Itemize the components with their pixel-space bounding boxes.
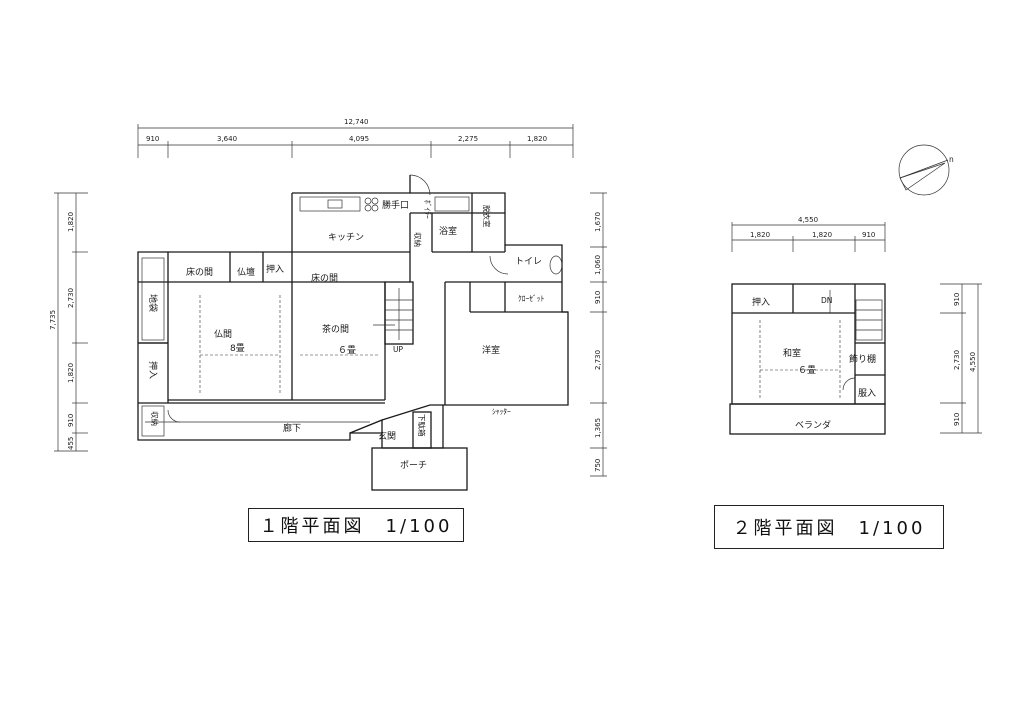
f1-dim-right-2: 910 xyxy=(594,291,602,304)
f1-dim-right-3: 2,730 xyxy=(594,350,602,370)
f2-dim-top-2: 910 xyxy=(862,231,875,239)
label-western: 洋室 xyxy=(482,344,500,356)
f1-dim-top-0: 910 xyxy=(146,135,159,143)
label-tokonoma2: 床の間 xyxy=(311,272,338,284)
floor2-room-labels: 押入 DN 和室 ６畳 飾り棚 服入 ベランダ xyxy=(752,296,876,431)
label-f2-washitsu: 和室 xyxy=(783,347,801,359)
label-f2-veranda: ベランダ xyxy=(795,419,831,431)
label-butsuma-size: 8畳 xyxy=(230,343,245,354)
f1-dim-top-1: 3,640 xyxy=(217,135,237,143)
floor2-walls xyxy=(729,283,886,435)
label-storage-left: 収納 xyxy=(150,411,160,426)
label-f2-washitsu-size: ６畳 xyxy=(798,365,816,376)
f1-dim-left-2: 1,820 xyxy=(67,363,75,383)
floor2-title: ２階平面図 1/100 xyxy=(714,505,944,549)
label-boiler: ﾎﾞｲﾗｰ xyxy=(423,200,432,219)
floor2-right-dimensions: 910 2,730 910 4,550 xyxy=(940,283,982,434)
svg-text:n: n xyxy=(949,155,954,164)
label-back-door: 勝手口 xyxy=(382,199,409,211)
f2-dim-total: 4,550 xyxy=(798,216,818,224)
label-butsuma: 仏間 xyxy=(214,329,232,340)
label-corridor: 廊下 xyxy=(283,422,301,434)
floor1-left-dimensions: 7,735 1,820 2,730 1,820 910 455 xyxy=(49,192,88,452)
label-oshiire-top: 押入 xyxy=(266,263,284,275)
f1-dim-right-0: 1,670 xyxy=(594,212,602,232)
floor1-walls xyxy=(137,175,569,491)
floor1-title: １階平面図 1/100 xyxy=(248,508,464,542)
f1-dim-top-4: 1,820 xyxy=(527,135,547,143)
label-chanoma-size: ６畳 xyxy=(338,345,356,356)
floor1-right-dimensions: 1,670 1,060 910 2,730 1,365 750 xyxy=(590,192,607,477)
f1-dim-total: 12,740 xyxy=(344,118,369,126)
label-bath: 浴室 xyxy=(439,225,457,237)
label-tokonoma1: 床の間 xyxy=(186,266,213,278)
label-f2-fukuire: 服入 xyxy=(858,388,876,399)
label-f2-kazaridana: 飾り棚 xyxy=(849,353,876,365)
f2-dim-right-1: 2,730 xyxy=(953,350,961,370)
floor1-fixtures xyxy=(145,174,563,423)
label-oshiire-left: 押入 xyxy=(147,361,159,379)
label-kitchen: キッチン xyxy=(328,232,364,243)
floor1-top-dimensions: 12,740 910 3,640 4,095 2,275 1,820 xyxy=(137,118,574,158)
label-jibukuro: 地袋 xyxy=(147,294,159,312)
f1-dim-top-3: 2,275 xyxy=(458,135,478,143)
label-f2-dn: DN xyxy=(821,296,832,305)
label-genkan: 玄関 xyxy=(378,430,396,442)
f1-dim-top-2: 4,095 xyxy=(349,135,369,143)
f2-dim-top-1: 1,820 xyxy=(812,231,832,239)
label-toilet: トイレ xyxy=(515,257,542,267)
f1-dim-right-1: 1,060 xyxy=(594,255,602,275)
label-up: UP xyxy=(393,345,403,354)
f2-dim-right-2: 910 xyxy=(953,413,961,426)
label-butsudan: 仏壇 xyxy=(237,266,255,278)
label-chanoma: 茶の間 xyxy=(322,323,349,335)
label-shoe-box: 下駄箱 xyxy=(417,414,427,437)
floor2-top-dimensions: 4,550 1,820 1,820 910 xyxy=(731,216,886,252)
label-storage-kitchen: 収納 xyxy=(413,232,423,247)
label-shutter: ｼｬｯﾀｰ xyxy=(492,407,511,416)
f2-dim-right-0: 910 xyxy=(953,293,961,306)
floor1-room-labels: キッチン 勝手口 ﾎﾞｲﾗｰ 浴室 脱衣室 収納 トイレ ｸﾛｰｾﾞｯﾄ 洋室 … xyxy=(147,199,544,471)
label-porch: ポーチ xyxy=(400,460,427,471)
f1-dim-left-total: 7,735 xyxy=(49,310,57,330)
f1-dim-right-5: 750 xyxy=(594,459,602,472)
f1-dim-right-4: 1,365 xyxy=(594,418,602,438)
f2-dim-right-total: 4,550 xyxy=(969,352,977,372)
f2-dim-top-0: 1,820 xyxy=(750,231,770,239)
f1-dim-left-3: 910 xyxy=(67,414,75,427)
label-closet: ｸﾛｰｾﾞｯﾄ xyxy=(518,294,544,303)
north-compass-icon: n xyxy=(898,144,954,196)
f1-dim-left-1: 2,730 xyxy=(67,288,75,308)
f1-dim-left-0: 1,820 xyxy=(67,212,75,232)
label-f2-oshiire: 押入 xyxy=(752,296,770,308)
label-dressing: 脱衣室 xyxy=(482,205,492,228)
f1-dim-left-4: 455 xyxy=(67,437,75,450)
